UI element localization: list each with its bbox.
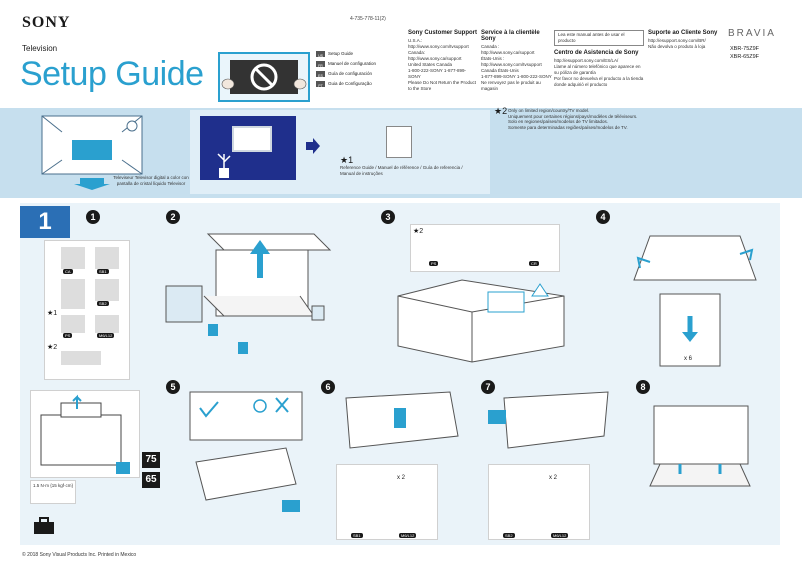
step-circle-1: 1 (86, 210, 100, 224)
sony-logo: SONY (22, 14, 71, 31)
step-circle-2: 2 (166, 210, 180, 224)
do-not-touch-screen-illustration (218, 52, 310, 102)
step-7-attach-stand (488, 391, 609, 449)
size-75: 75 (142, 452, 160, 468)
step-circle-8: 8 (636, 380, 650, 394)
copyright-footer: © 2018 Sony Visual Products Inc. Printed… (22, 552, 137, 558)
step-2-open-box (165, 233, 332, 354)
part-ca (61, 247, 85, 269)
parts-panel: CA SB1 SB2 ★1 PS M6/L12 ★2 (44, 240, 130, 380)
part-sb2 (95, 279, 119, 301)
step-circle-4: 4 (596, 210, 610, 224)
step-circle-6: 6 (321, 380, 335, 394)
cable (61, 351, 101, 365)
doc-number: 4-735-778-11(2) (350, 16, 386, 22)
step-8-stand-tv (649, 405, 751, 487)
room-illustration (20, 112, 172, 190)
product-label: Television (22, 44, 58, 53)
step-3-parts-box: ★2 PS CR (410, 224, 560, 272)
ref-star: ★1 (340, 155, 354, 165)
note-star: ★2 (494, 106, 508, 116)
screw-note-box: 1.5 N·m {15 kgf·cm} (30, 480, 76, 504)
power-supply (61, 315, 85, 333)
step-1-badge: 1 (20, 206, 70, 238)
note-lines: Only on limited region/country/TV model.… (508, 108, 638, 130)
support-en: Sony Customer Support U.S.A.: http://www… (408, 30, 478, 91)
step-6-attach-stand (345, 391, 459, 449)
page-title: Setup Guide (20, 55, 204, 93)
model-list: XBR-75Z9F XBR-65Z9F (730, 46, 760, 60)
step-4-lift-tv (633, 235, 757, 367)
step-7-detail: SB2 M6/L12 x 2 (488, 464, 590, 540)
arrow-right-icon (306, 138, 320, 154)
remote-control (61, 279, 85, 309)
tv-screen (232, 126, 272, 152)
reference-guide-icon (386, 126, 412, 158)
unbox-illustration (30, 390, 140, 478)
toolbox-icon (34, 517, 54, 534)
plant-icon (217, 153, 231, 178)
support-es: Lea este manual antes de usar el product… (554, 30, 644, 87)
screws (95, 315, 119, 333)
step-5-place-tv (189, 391, 303, 512)
part-sb1 (95, 247, 119, 269)
x6-label: x 6 (684, 356, 693, 362)
step-circle-5: 5 (166, 380, 180, 394)
ref-caption: Reference Guide / Manuel de référence / … (340, 165, 463, 176)
support-fr: Service à la clientèle Sony Canada : htt… (481, 30, 552, 91)
bravia-logo: BRAVIA (728, 28, 776, 39)
size-65: 65 (142, 472, 160, 488)
step-3-tv-in-box (397, 279, 565, 363)
tv-caption: Televiseur Televisor digital a color con… (113, 175, 189, 186)
step-6-detail: SB1 M6/L12 x 2 (336, 464, 438, 540)
step-circle-7: 7 (481, 380, 495, 394)
support-pt: Suporte ao Cliente Sony http://esupport.… (648, 30, 718, 49)
step-circle-3: 3 (381, 210, 395, 224)
warning-icon (116, 462, 130, 474)
